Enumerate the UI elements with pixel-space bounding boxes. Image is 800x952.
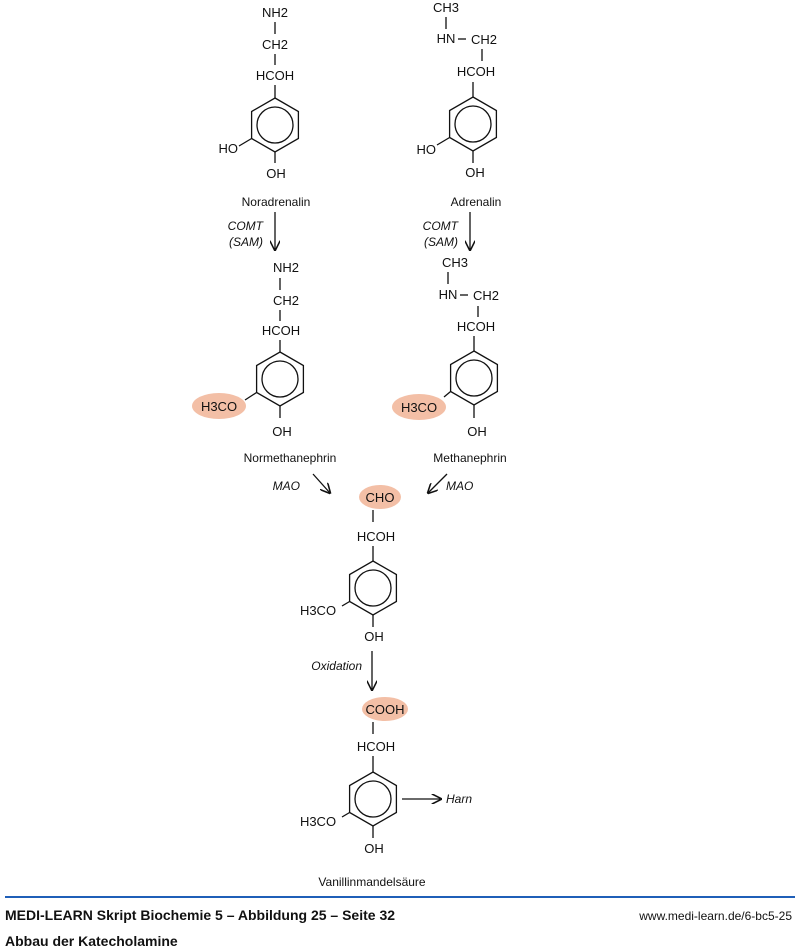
- bottom-substituent: OH: [364, 841, 384, 856]
- molecule-name: Noradrenalin: [242, 195, 311, 209]
- highlight-carboxyl: [362, 697, 408, 721]
- reaction-label: Oxidation: [311, 659, 362, 673]
- bond: [244, 391, 257, 401]
- benzene-ring: [255, 351, 305, 407]
- molecule-name: Normethanephrin: [244, 451, 337, 465]
- highlight-methoxy: [392, 394, 446, 420]
- methylene-group: CH2: [262, 37, 288, 52]
- cofactor-label: (SAM): [229, 235, 263, 249]
- highlight-aldehyde: [359, 485, 401, 509]
- left-substituent: H3CO: [201, 399, 237, 414]
- bottom-substituent: OH: [266, 166, 286, 181]
- benzene-ring: [348, 771, 398, 827]
- molecule-noradrenalin: NH2 CH2 HCOH HO OH Noradrenalin: [219, 5, 311, 209]
- carboxyl-group: COOH: [366, 702, 405, 717]
- highlight-methoxy: [192, 393, 246, 419]
- left-substituent: H3CO: [300, 814, 336, 829]
- molecule-name: Adrenalin: [451, 195, 502, 209]
- methylene-group: CH2: [273, 293, 299, 308]
- enzyme-label: MAO: [446, 479, 473, 493]
- enzyme-label: COMT: [228, 219, 265, 233]
- pathway-diagram: NH2 CH2 HCOH HO OH Noradrenalin COMT (SA…: [192, 0, 507, 889]
- amino-group: NH2: [262, 5, 288, 20]
- hydroxy-group: HCOH: [357, 529, 395, 544]
- bottom-substituent: OH: [467, 424, 487, 439]
- molecule-adrenalin: CH3 HN CH2 HCOH HO OH Adrenalin: [417, 0, 502, 209]
- figure-caption: Abbau der Katecholamine: [5, 933, 178, 949]
- hydroxy-group: HCOH: [357, 739, 395, 754]
- amino-group: NH2: [273, 260, 299, 275]
- benzene-ring: [348, 560, 398, 616]
- hydroxy-group: HCOH: [457, 64, 495, 79]
- molecule-name: Vanillinmandelsäure: [318, 875, 426, 889]
- excretion-label: Harn: [446, 792, 472, 806]
- enzyme-label: MAO: [273, 479, 300, 493]
- bond: [341, 811, 350, 818]
- enzyme-label: COMT: [423, 219, 460, 233]
- arrow-mao-left: [312, 473, 330, 493]
- benzene-ring: [250, 97, 300, 153]
- bond: [341, 600, 350, 607]
- bond: [443, 391, 452, 398]
- amine-group: HN: [439, 287, 458, 302]
- left-substituent: HO: [417, 142, 437, 157]
- molecule-methanephrin: CH3 HN CH2 HCOH H3CO OH Methanephrin: [392, 255, 507, 465]
- benzene-ring: [449, 350, 499, 406]
- left-substituent: HO: [219, 141, 239, 156]
- molecule-normethanephrin: NH2 CH2 HCOH H3CO OH Normethanephrin: [192, 260, 336, 465]
- bottom-substituent: OH: [272, 424, 292, 439]
- cofactor-label: (SAM): [424, 235, 458, 249]
- bottom-substituent: OH: [364, 629, 384, 644]
- amine-group: HN: [437, 31, 456, 46]
- left-substituent: H3CO: [401, 400, 437, 415]
- footer-url[interactable]: www.medi-learn.de/6-bc5-25: [639, 909, 792, 923]
- bond: [238, 137, 252, 147]
- arrow-mao-right: [428, 473, 448, 493]
- footer-title: MEDI-LEARN Skript Biochemie 5 – Abbildun…: [5, 907, 396, 923]
- hydroxy-group: HCOH: [256, 68, 294, 83]
- methylene-group: CH2: [471, 32, 497, 47]
- methyl-group: CH3: [442, 255, 468, 270]
- methylene-group: CH2: [473, 288, 499, 303]
- molecule-vanillinmandelsaeure: COOH HCOH H3CO OH Vanillinmandelsäure: [300, 697, 426, 889]
- hydroxy-group: HCOH: [457, 319, 495, 334]
- hydroxy-group: HCOH: [262, 323, 300, 338]
- bond: [436, 136, 450, 146]
- footer-divider: [5, 896, 795, 898]
- molecule-name: Methanephrin: [433, 451, 506, 465]
- benzene-ring: [448, 96, 498, 152]
- aldehyde-group: CHO: [366, 490, 395, 505]
- bottom-substituent: OH: [465, 165, 485, 180]
- molecule-aldehyde-intermediate: CHO HCOH H3CO OH: [300, 485, 401, 644]
- methyl-group: CH3: [433, 0, 459, 15]
- left-substituent: H3CO: [300, 603, 336, 618]
